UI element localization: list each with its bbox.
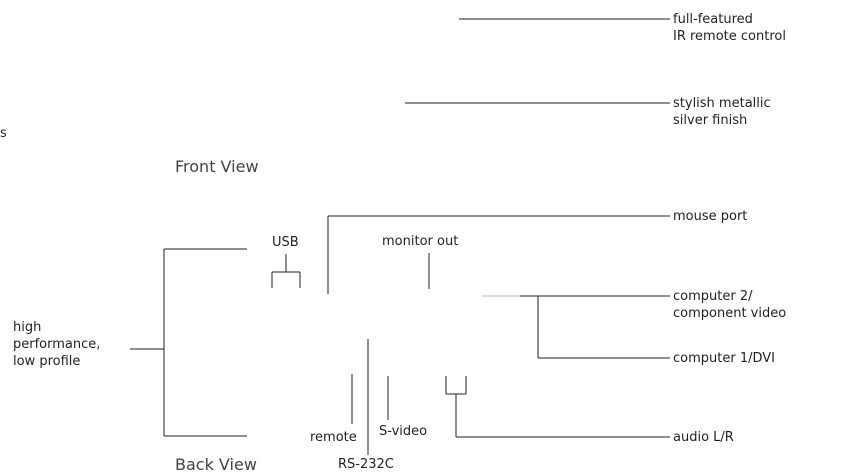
label-usb: USB	[272, 235, 299, 250]
label-remote: remote	[310, 430, 357, 445]
label-cropped-s: s	[0, 126, 7, 141]
label-svideo: S-video	[379, 424, 428, 439]
label-silver-finish: stylish metallic silver finish	[673, 96, 771, 128]
label-high-performance: high performance, low profile	[13, 320, 101, 369]
label-remote-control: full-featured IR remote control	[673, 12, 786, 44]
label-monitor-out: monitor out	[382, 234, 459, 249]
label-computer2: computer 2/ component video	[673, 289, 787, 321]
label-audio: audio L/R	[673, 430, 734, 445]
label-back-view: Back View	[175, 455, 257, 474]
label-computer1: computer 1/DVI	[673, 351, 775, 366]
label-mouse-port: mouse port	[673, 209, 748, 224]
label-front-view: Front View	[175, 157, 259, 176]
label-rs232c: RS-232C	[338, 457, 394, 472]
